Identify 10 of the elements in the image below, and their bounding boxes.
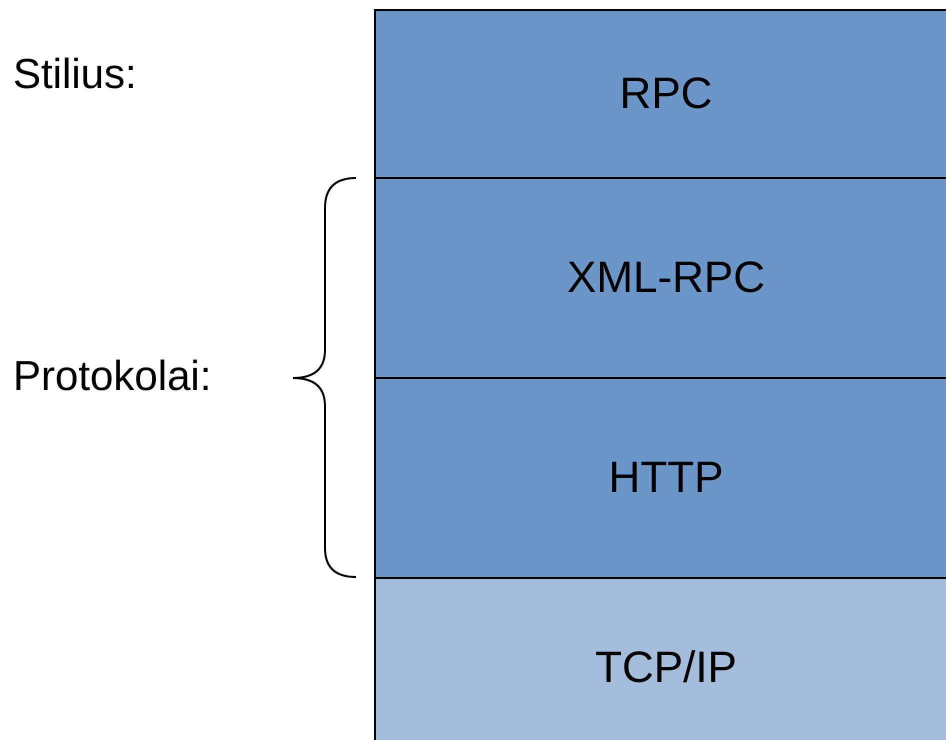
layer-label: RPC xyxy=(620,69,712,119)
layer-label: XML-RPC xyxy=(566,253,766,303)
row-heading: Stilius: xyxy=(13,50,137,98)
row-heading: Protokolai: xyxy=(13,352,212,400)
layer-band xyxy=(376,9,946,177)
layer-label: TCP/IP xyxy=(595,643,737,693)
layer-label: HTTP xyxy=(608,453,724,503)
layer-band xyxy=(376,377,946,577)
layer-band xyxy=(376,577,946,740)
layer-band xyxy=(376,177,946,377)
